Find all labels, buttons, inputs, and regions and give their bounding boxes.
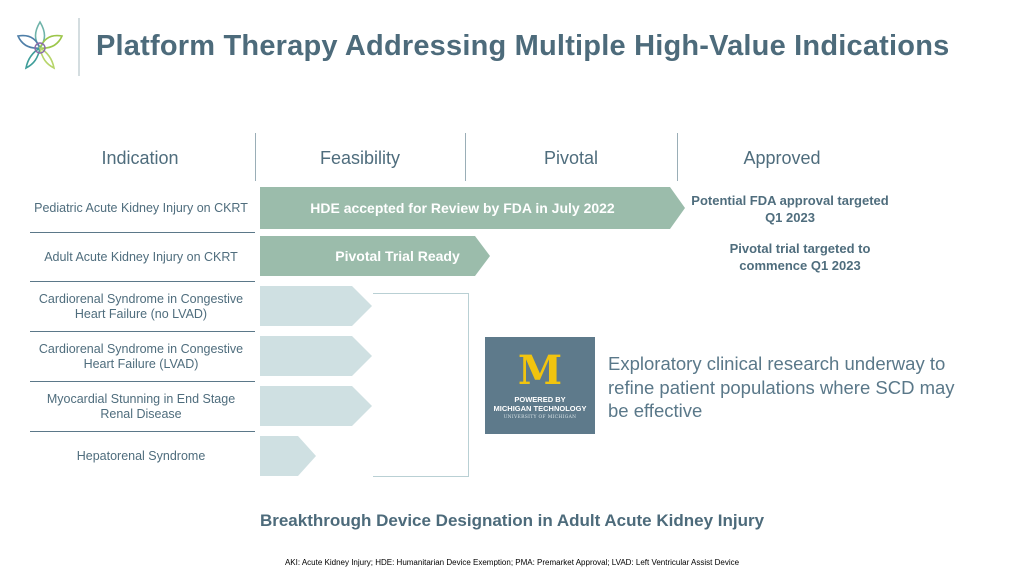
approval-note-adult-aki: Pivotal trial targeted to commence Q1 20… bbox=[729, 241, 871, 273]
progress-arrow-adult-aki: Pivotal Trial Ready bbox=[260, 236, 490, 276]
footnote: AKI: Acute Kidney Injury; HDE: Humanitar… bbox=[284, 558, 740, 567]
badge-michigan-technology: MICHIGAN TECHNOLOGY bbox=[493, 404, 587, 413]
company-logo-icon bbox=[14, 18, 66, 74]
badge-university: UNIVERSITY OF MICHIGAN bbox=[503, 415, 577, 420]
column-header-approved: Approved bbox=[743, 148, 821, 168]
progress-arrow-cardiorenal-lvad bbox=[260, 336, 372, 376]
column-divider bbox=[255, 133, 256, 181]
breakthrough-designation-text: Breakthrough Device Designation in Adult… bbox=[259, 511, 765, 530]
progress-arrow-cardiorenal-no-lvad bbox=[260, 286, 372, 326]
indication-myocardial-stunning: Myocardial Stunning in End Stage Renal D… bbox=[46, 391, 236, 421]
progress-arrow-label: Pivotal Trial Ready bbox=[335, 248, 460, 264]
column-header-feasibility: Feasibility bbox=[319, 148, 401, 168]
row-divider bbox=[30, 281, 255, 282]
column-divider bbox=[465, 133, 466, 181]
progress-arrow-hepatorenal bbox=[260, 436, 316, 476]
indication-pediatric-aki: Pediatric Acute Kidney Injury on CKRT bbox=[34, 200, 248, 215]
column-header-indication: Indication bbox=[101, 148, 179, 168]
exploratory-bracket bbox=[373, 293, 469, 477]
title-divider bbox=[78, 18, 80, 76]
indication-cardiorenal-lvad: Cardiorenal Syndrome in Congestive Heart… bbox=[38, 341, 244, 371]
michigan-technology-badge: M POWERED BY MICHIGAN TECHNOLOGY UNIVERS… bbox=[485, 337, 595, 434]
approval-note-pediatric-aki: Potential FDA approval targeted Q1 2023 bbox=[691, 193, 889, 225]
progress-arrow-myocardial-stunning bbox=[260, 386, 372, 426]
column-divider bbox=[677, 133, 678, 181]
progress-arrow-pediatric-aki: HDE accepted for Review by FDA in July 2… bbox=[260, 187, 685, 229]
row-divider bbox=[30, 331, 255, 332]
indication-hepatorenal: Hepatorenal Syndrome bbox=[76, 448, 206, 463]
exploratory-research-text: Exploratory clinical research underway t… bbox=[608, 353, 955, 421]
row-divider bbox=[30, 431, 255, 432]
progress-arrow-label: HDE accepted for Review by FDA in July 2… bbox=[310, 200, 615, 216]
row-divider bbox=[30, 381, 255, 382]
indication-adult-aki: Adult Acute Kidney Injury on CKRT bbox=[44, 249, 238, 264]
indication-cardiorenal-no-lvad: Cardiorenal Syndrome in Congestive Heart… bbox=[38, 291, 244, 321]
column-header-pivotal: Pivotal bbox=[543, 148, 599, 168]
row-divider bbox=[30, 232, 255, 233]
michigan-block-m-icon: M bbox=[517, 347, 563, 394]
badge-powered-by: POWERED BY bbox=[514, 395, 566, 404]
page-title: Platform Therapy Addressing Multiple Hig… bbox=[96, 30, 950, 62]
